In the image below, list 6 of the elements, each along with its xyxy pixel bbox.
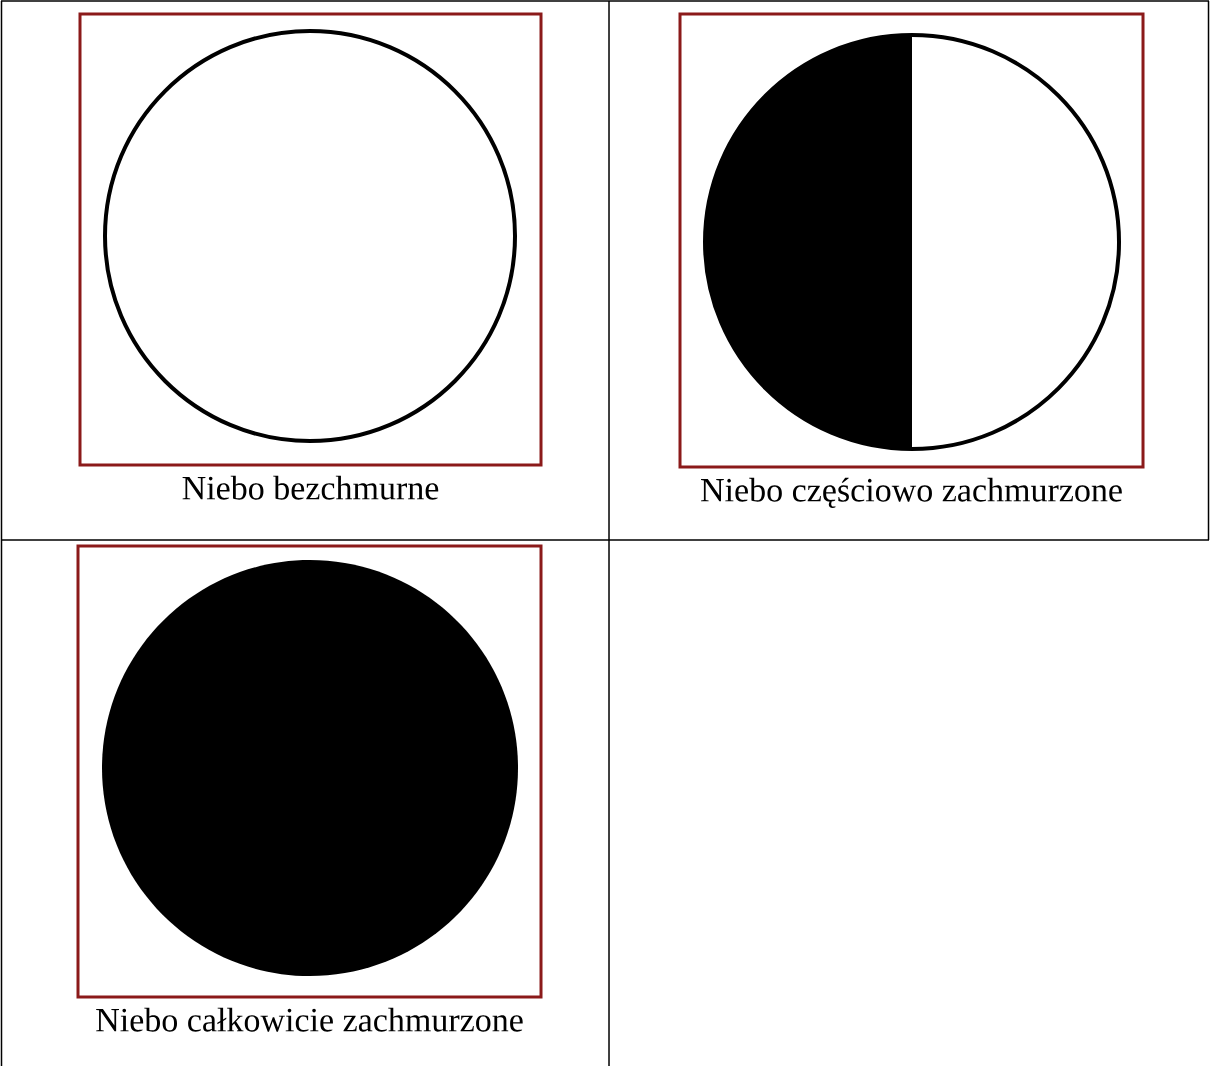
node-label: Niebo częściowo zachmurzone <box>701 477 1122 509</box>
symbol-frame: Niebo bezchmurne <box>78 12 543 500</box>
symbol-frame: Niebo częściowo zachmurzone <box>678 12 1145 509</box>
symbol-frame: Niebo całkowicie zachmurzone <box>76 544 543 1032</box>
node-label: Niebo całkowicie zachmurzone <box>96 1007 523 1032</box>
node-label: Niebo bezchmurne <box>182 475 439 500</box>
